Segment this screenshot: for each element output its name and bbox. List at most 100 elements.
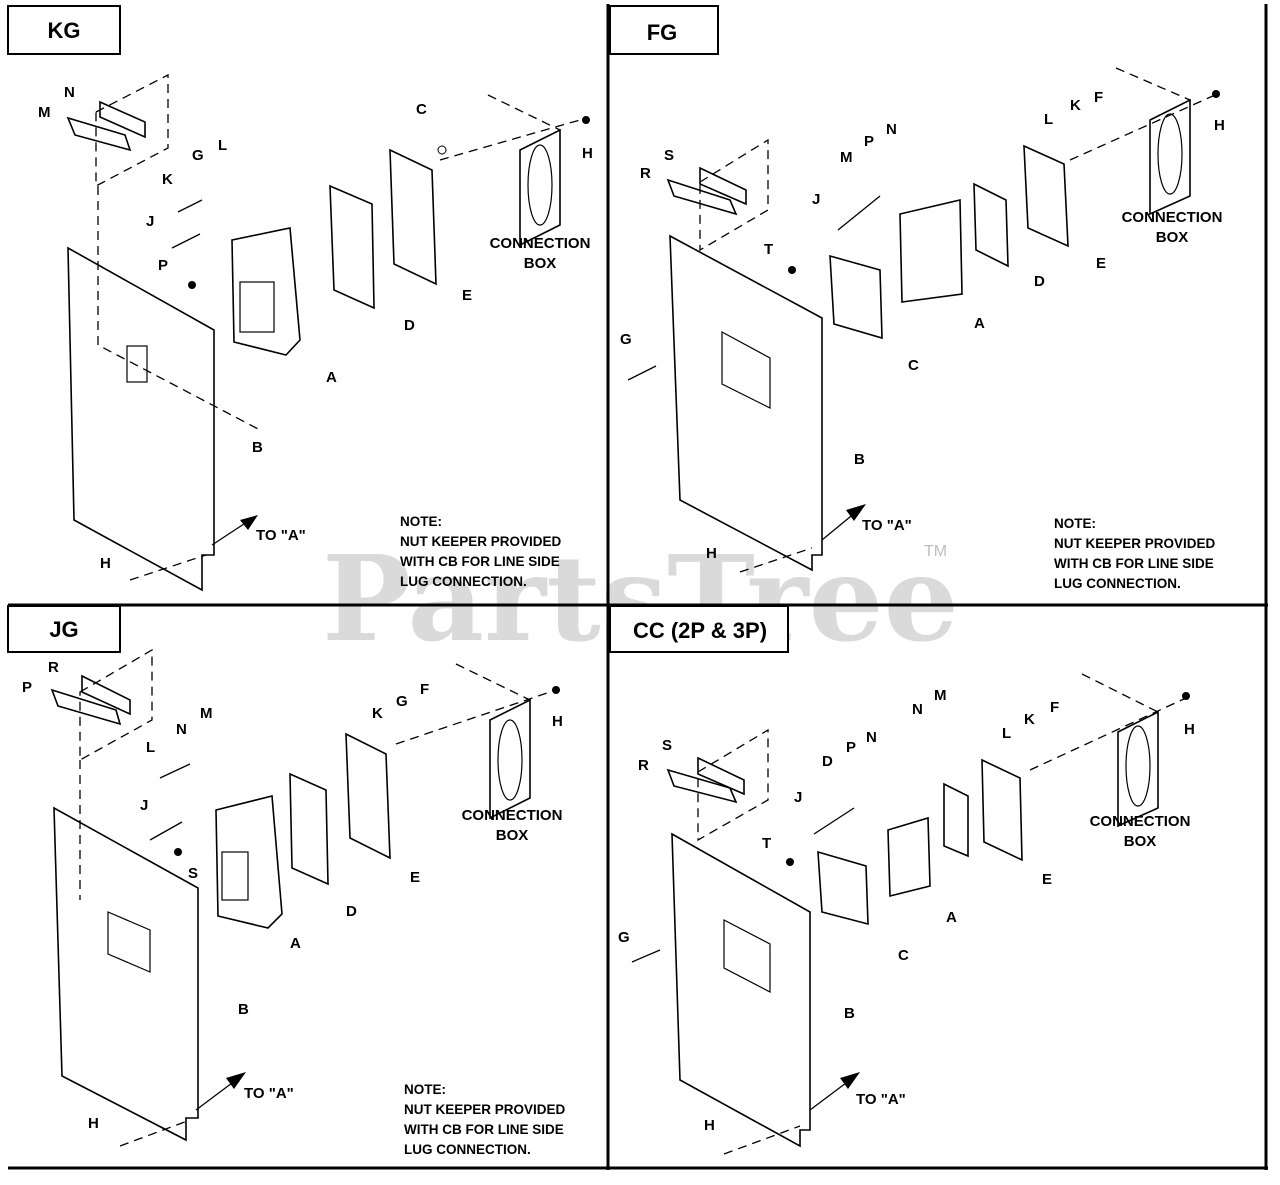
screw xyxy=(627,365,657,381)
callout-label: T xyxy=(762,835,771,852)
connection-box-label: CONNECTION xyxy=(490,235,591,252)
arrow-label: TO "A" xyxy=(856,1091,906,1108)
callout-label: C xyxy=(416,101,427,118)
callout-label: H xyxy=(100,555,111,572)
callout-label: E xyxy=(1042,871,1052,888)
screw xyxy=(171,233,201,249)
callout-label: C xyxy=(908,357,919,374)
mounting-bracket xyxy=(345,732,391,860)
callout-label: S xyxy=(662,737,672,754)
connection-box-label: CONNECTION xyxy=(1090,813,1191,830)
callout-label: K xyxy=(372,705,383,722)
direction-arrow xyxy=(226,1072,246,1089)
callout-label: L xyxy=(1044,111,1053,128)
connection-box-label: BOX xyxy=(1124,833,1157,850)
callout-label: B xyxy=(238,1001,249,1018)
panel-jg: JG R P H K G F M N L J xyxy=(7,605,566,1157)
panel-fg: FG H F K L S R M P N J T xyxy=(609,5,1225,591)
callout-label: N xyxy=(866,729,877,746)
callout-label: T xyxy=(764,241,773,258)
callout-label: A xyxy=(326,369,337,386)
callout-label: G xyxy=(396,693,408,710)
screw xyxy=(159,763,191,779)
direction-arrow xyxy=(240,515,258,530)
callout-label: R xyxy=(638,757,649,774)
insulator-plate xyxy=(943,782,969,858)
note-block: NOTE: NUT KEEPER PROVIDED WITH CB FOR LI… xyxy=(1054,516,1216,591)
callout-label: H xyxy=(1184,721,1195,738)
screw xyxy=(177,199,203,213)
panel-tag-box xyxy=(609,5,719,55)
panel-tag-box xyxy=(609,605,789,653)
callout-label: E xyxy=(410,869,420,886)
callout-label: D xyxy=(1034,273,1045,290)
note-line: WITH CB FOR LINE SIDE xyxy=(404,1122,564,1137)
direction-arrow xyxy=(846,504,866,521)
escutcheon-frame xyxy=(829,254,883,340)
callout-label: K xyxy=(1024,711,1035,728)
insulator-plate xyxy=(973,182,1009,268)
panel-tag-box xyxy=(7,605,121,653)
callout-label: J xyxy=(146,213,154,230)
callout-label: N xyxy=(176,721,187,738)
callout-label: L xyxy=(218,137,227,154)
callout-label: H xyxy=(704,1117,715,1134)
callout-label: R xyxy=(640,165,651,182)
callout-label: J xyxy=(140,797,148,814)
panel-tag: FG xyxy=(647,20,678,45)
callout-label: M xyxy=(200,705,213,722)
hinge-bracket xyxy=(666,768,738,804)
callout-label: R xyxy=(48,659,59,676)
connection-box xyxy=(1117,710,1159,828)
callout-label: E xyxy=(462,287,472,304)
callout-label: A xyxy=(290,935,301,952)
note-block: NOTE: NUT KEEPER PROVIDED WITH CB FOR LI… xyxy=(404,1082,566,1157)
hinge-bracket xyxy=(50,688,122,726)
circuit-breaker xyxy=(899,198,963,303)
note-line: NOTE: xyxy=(404,1082,446,1097)
callout-labels: N M C H G L K J P A D E B H xyxy=(38,84,593,572)
bolt xyxy=(1182,692,1190,700)
callout-label: H xyxy=(706,545,717,562)
callout-label: K xyxy=(1070,97,1081,114)
connection-box-label: CONNECTION xyxy=(462,807,563,824)
arrow-label: TO "A" xyxy=(862,517,912,534)
callout-label: P xyxy=(158,257,168,274)
callout-label: M xyxy=(934,687,947,704)
panel-tag-box xyxy=(7,5,121,55)
insulator-plate xyxy=(289,772,329,886)
note-line: NOTE: xyxy=(400,514,442,529)
watermark-trademark: TM xyxy=(924,543,947,560)
hinge-bracket xyxy=(99,100,146,139)
bolt xyxy=(582,116,590,124)
bolt xyxy=(1212,90,1220,98)
panel-kg: KG N M C H G xyxy=(7,5,593,592)
connection-box-label: BOX xyxy=(524,255,557,272)
screw xyxy=(813,807,855,835)
hinge-bracket xyxy=(666,178,738,216)
escutcheon-frame xyxy=(817,850,869,926)
screw xyxy=(149,821,183,841)
door-panel xyxy=(671,832,811,1148)
callout-label: J xyxy=(812,191,820,208)
nut xyxy=(174,848,182,856)
note-line: LUG CONNECTION. xyxy=(1054,576,1181,591)
arrow-label: TO "A" xyxy=(256,527,306,544)
insulator-plate xyxy=(329,184,375,310)
connection-box-label: BOX xyxy=(1156,229,1189,246)
connection-box-label: BOX xyxy=(496,827,529,844)
door-panel xyxy=(53,806,199,1142)
callout-label: A xyxy=(946,909,957,926)
washer xyxy=(437,145,447,155)
panel-cc: CC (2P & 3P) M N H S R P N D L K xyxy=(609,605,1195,1155)
bolt xyxy=(552,686,560,694)
direction-arrow xyxy=(840,1072,860,1089)
circuit-breaker xyxy=(887,816,931,898)
arrow-label: TO "A" xyxy=(244,1085,294,1102)
note-line: LUG CONNECTION. xyxy=(400,574,527,589)
callout-label: H xyxy=(552,713,563,730)
connection-box xyxy=(489,698,531,820)
note-line: NOTE: xyxy=(1054,516,1096,531)
hinge-bracket xyxy=(699,166,747,206)
